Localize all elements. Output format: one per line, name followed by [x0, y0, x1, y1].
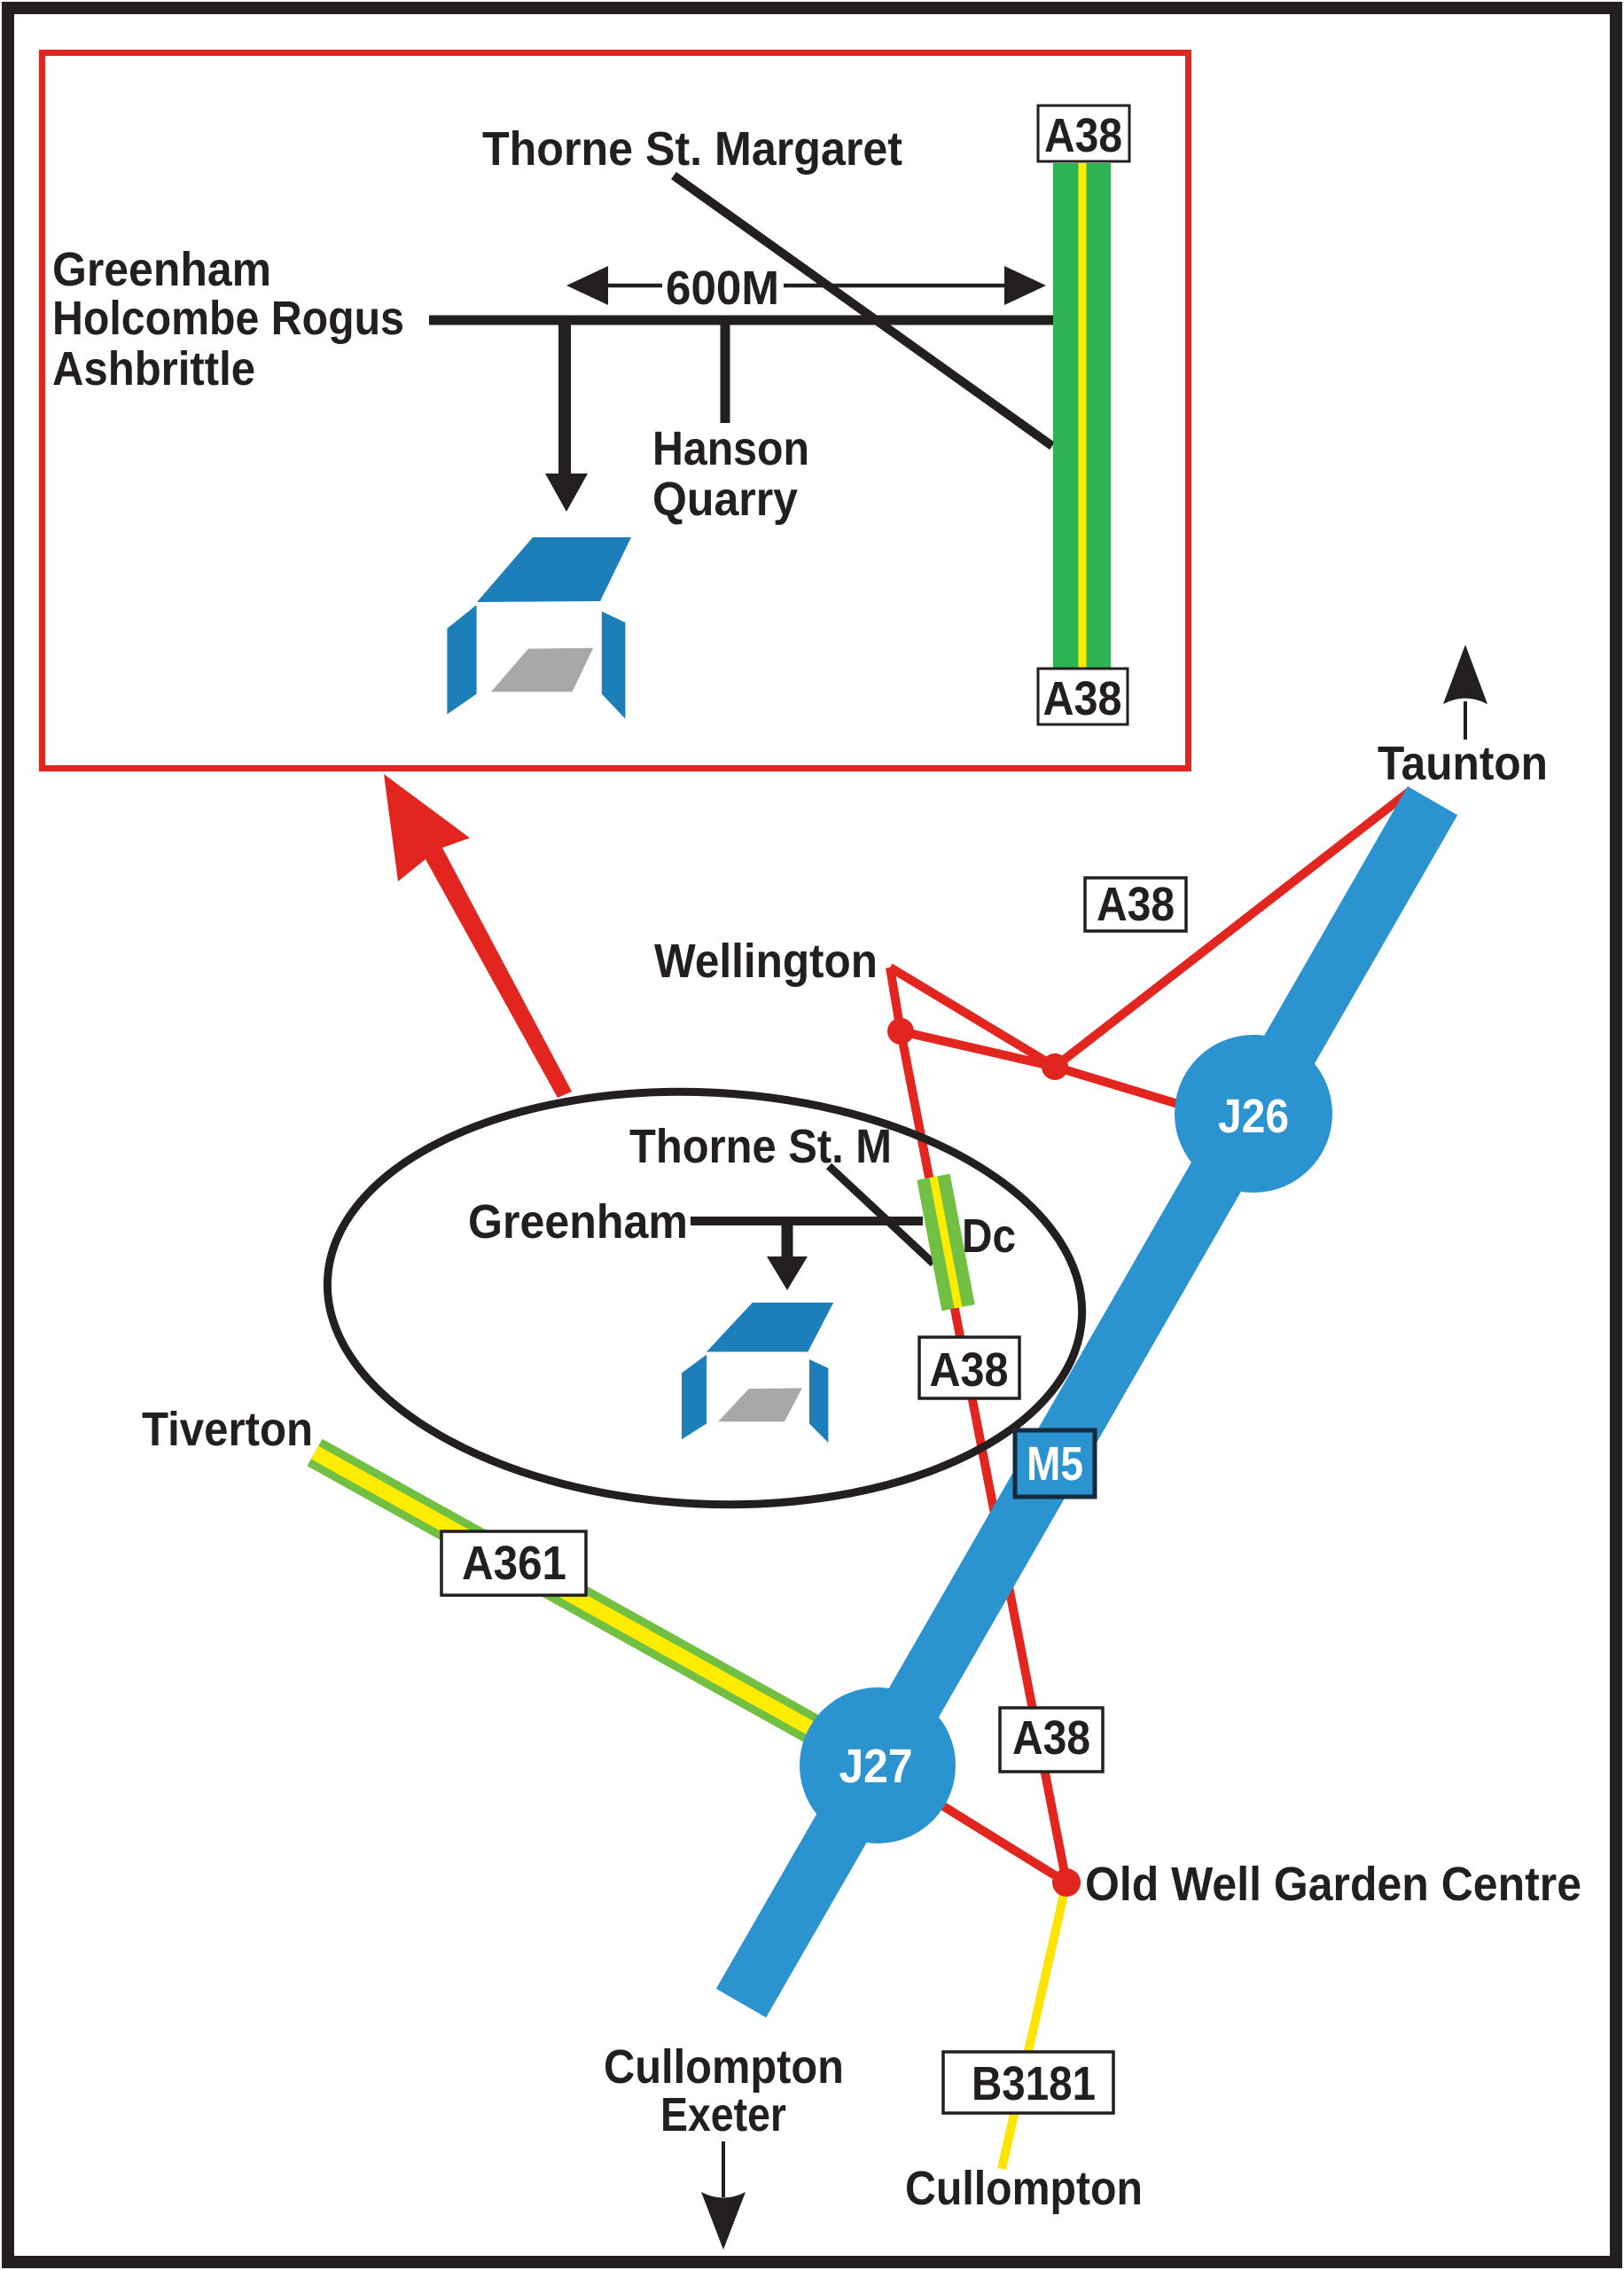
svg-text:Taunton: Taunton [1378, 737, 1548, 790]
svg-text:Greenham: Greenham [468, 1195, 688, 1248]
svg-text:Thorne St. M: Thorne St. M [629, 1120, 892, 1173]
svg-text:A38: A38 [1012, 1711, 1090, 1765]
svg-text:A38: A38 [1097, 878, 1175, 931]
svg-text:Old Well Garden Centre: Old Well Garden Centre [1085, 1858, 1581, 1911]
svg-text:Cullompton: Cullompton [905, 2162, 1143, 2215]
svg-text:Cullompton: Cullompton [604, 2040, 844, 2094]
svg-text:B3181: B3181 [972, 2057, 1096, 2110]
svg-text:Tiverton: Tiverton [142, 1403, 313, 1456]
svg-text:A38: A38 [1044, 109, 1122, 162]
svg-text:Greenham: Greenham [52, 243, 271, 296]
svg-text:J26: J26 [1218, 1090, 1289, 1143]
svg-text:A361: A361 [462, 1537, 566, 1590]
svg-text:Dc: Dc [962, 1209, 1016, 1263]
svg-text:Ashbrittle: Ashbrittle [52, 342, 255, 395]
svg-text:Quarry: Quarry [652, 473, 798, 526]
svg-text:Holcombe Rogus: Holcombe Rogus [52, 292, 404, 345]
svg-text:A38: A38 [1043, 672, 1122, 725]
svg-text:Exeter: Exeter [660, 2088, 786, 2141]
svg-text:600M: 600M [666, 262, 779, 315]
svg-text:Hanson: Hanson [652, 422, 809, 475]
svg-text:J27: J27 [839, 1740, 913, 1793]
svg-text:Wellington: Wellington [654, 935, 878, 988]
svg-text:Thorne St. Margaret: Thorne St. Margaret [482, 122, 902, 176]
svg-text:A38: A38 [930, 1343, 1009, 1397]
svg-text:M5: M5 [1027, 1437, 1083, 1491]
